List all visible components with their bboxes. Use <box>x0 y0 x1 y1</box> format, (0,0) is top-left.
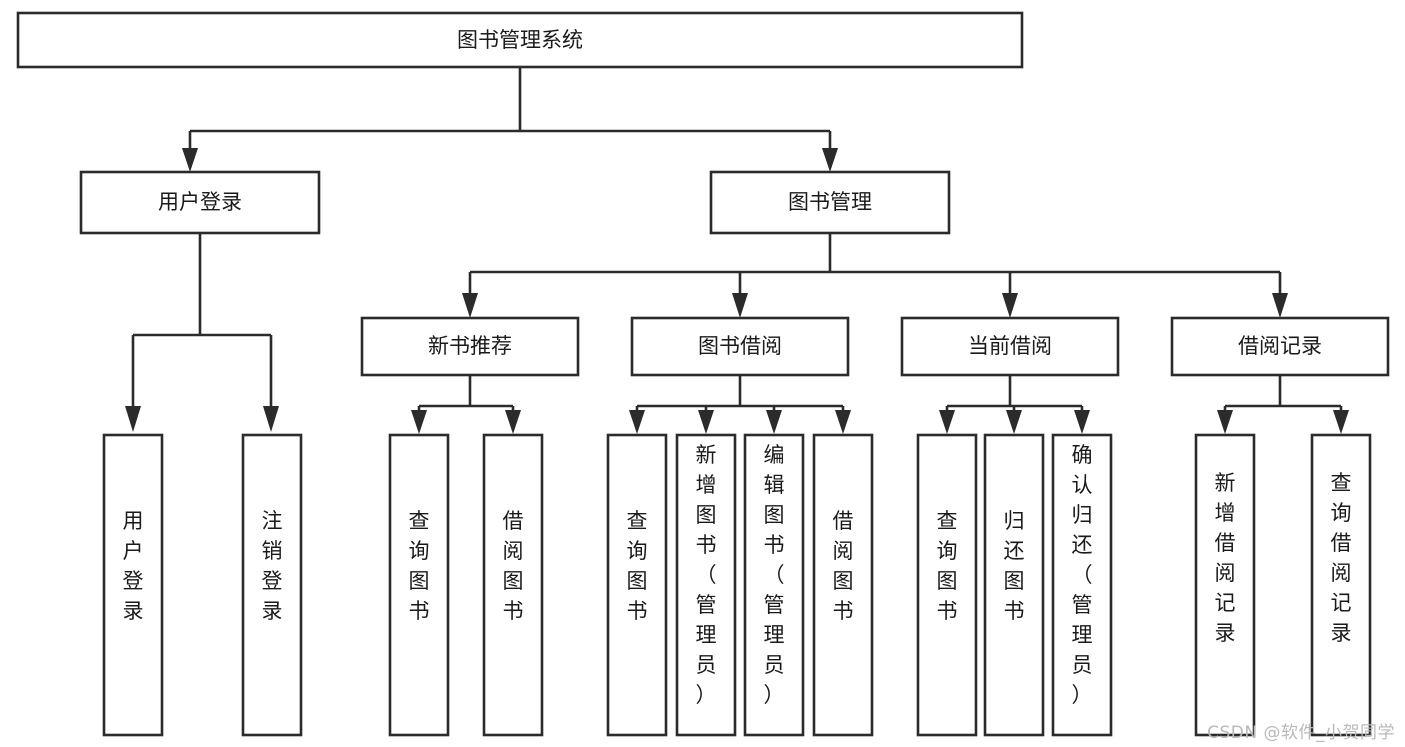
node-leaf-logout-login-label: 注销登录 <box>262 509 283 623</box>
node-leaf-query-book-2-label: 查询图书 <box>627 509 648 623</box>
arrow-to-new-book-recommend <box>462 293 478 318</box>
node-borrow-record-box[interactable] <box>1170 316 1390 377</box>
node-leaf-borrow-book-2-label: 借阅图书 <box>833 509 854 623</box>
node-new-book-recommend[interactable]: 新书推荐 <box>360 316 580 377</box>
arrow-leaf-query-book-3 <box>939 410 955 434</box>
arrow-leaf-confirm-return <box>1074 410 1090 434</box>
node-root-label: 图书管理系统 <box>457 28 583 52</box>
node-leaf-query-book-2[interactable]: 查询图书 <box>606 433 668 737</box>
node-current-borrow[interactable]: 当前借阅 <box>900 316 1120 377</box>
node-leaf-confirm-return-box[interactable] <box>1051 433 1113 737</box>
node-root[interactable]: 图书管理系统 <box>16 11 1024 69</box>
arrow-leaf-query-record <box>1333 410 1349 434</box>
node-leaf-return-book-box[interactable] <box>983 433 1045 737</box>
csdn-watermark: CSDN @软件_小贺同学 <box>1207 723 1395 743</box>
node-user-login-box[interactable] <box>79 170 321 235</box>
node-book-borrow-label: 图书借阅 <box>698 334 782 358</box>
arrow-to-current-borrow <box>1002 293 1018 318</box>
node-leaf-add-record[interactable]: 新增借阅记录 <box>1194 433 1256 737</box>
node-leaf-query-record-label: 查询借阅记录 <box>1331 471 1352 645</box>
arrow-leaf-query-book-2 <box>629 410 645 434</box>
node-book-borrow[interactable]: 图书借阅 <box>630 316 850 377</box>
node-leaf-user-login-box[interactable] <box>102 433 164 737</box>
node-leaf-query-book-1-box[interactable] <box>388 433 450 737</box>
node-leaf-query-book-1-label: 查询图书 <box>409 509 430 623</box>
node-current-borrow-label: 当前借阅 <box>968 334 1052 358</box>
connector-layer <box>125 67 1349 434</box>
arrow-leaf-add-record <box>1217 410 1233 434</box>
arrow-leaf-add-book <box>698 410 714 434</box>
node-leaf-add-book[interactable]: 新增图书（管理员） <box>675 433 737 737</box>
arrow-to-borrow-record <box>1272 293 1288 318</box>
node-leaf-query-record-box[interactable] <box>1310 433 1372 737</box>
arrow-leaf-return-book <box>1006 410 1022 434</box>
arrow-leaf-borrow-book-2 <box>835 410 851 434</box>
node-borrow-record-label: 借阅记录 <box>1238 334 1322 358</box>
node-user-login[interactable]: 用户登录 <box>79 170 321 235</box>
node-book-borrow-box[interactable] <box>630 316 850 377</box>
node-leaf-add-record-box[interactable] <box>1194 433 1256 737</box>
node-leaf-query-book-2-box[interactable] <box>606 433 668 737</box>
arrow-leaf-borrow-book-1 <box>505 410 521 434</box>
node-leaf-borrow-book-1-label: 借阅图书 <box>503 509 524 623</box>
node-leaf-query-record[interactable]: 查询借阅记录 <box>1310 433 1372 737</box>
node-current-borrow-box[interactable] <box>900 316 1120 377</box>
node-leaf-borrow-book-2[interactable]: 借阅图书 <box>812 433 874 737</box>
node-leaf-add-record-label: 新增借阅记录 <box>1215 471 1236 645</box>
node-leaf-query-book-3-box[interactable] <box>916 433 978 737</box>
node-leaf-add-book-box[interactable] <box>675 433 737 737</box>
node-leaf-return-book-label: 归还图书 <box>1004 509 1025 623</box>
node-leaf-add-book-label: 新增图书（管理员） <box>696 443 717 707</box>
node-leaf-edit-book-label: 编辑图书（管理员） <box>764 443 785 707</box>
arrow-leaf-user-login <box>125 406 141 432</box>
node-leaf-query-book-1[interactable]: 查询图书 <box>388 433 450 737</box>
node-book-manage-label: 图书管理 <box>788 190 872 214</box>
arrow-leaf-logout-login <box>263 406 279 432</box>
node-borrow-record[interactable]: 借阅记录 <box>1170 316 1390 377</box>
node-user-login-label: 用户登录 <box>158 190 242 214</box>
node-leaf-borrow-book-1-box[interactable] <box>482 433 544 737</box>
node-leaf-query-book-3-label: 查询图书 <box>937 509 958 623</box>
node-leaf-return-book[interactable]: 归还图书 <box>983 433 1045 737</box>
arrow-to-book-borrow <box>732 293 748 318</box>
arrow-leaf-query-book-1 <box>411 410 427 434</box>
node-leaf-confirm-return-label: 确认归还（管理员） <box>1072 443 1093 707</box>
node-leaf-borrow-book-2-box[interactable] <box>812 433 874 737</box>
node-new-book-recommend-box[interactable] <box>360 316 580 377</box>
node-leaf-user-login[interactable]: 用户登录 <box>102 433 164 737</box>
node-leaf-user-login-label: 用户登录 <box>123 509 144 623</box>
node-leaf-query-book-3[interactable]: 查询图书 <box>916 433 978 737</box>
node-book-manage[interactable]: 图书管理 <box>709 170 951 235</box>
node-leaf-edit-book[interactable]: 编辑图书（管理员） <box>743 433 805 737</box>
arrow-leaf-edit-book <box>766 410 782 434</box>
node-leaf-logout-login-box[interactable] <box>241 433 303 737</box>
node-leaf-edit-book-box[interactable] <box>743 433 805 737</box>
leaf-node-layer: 用户登录 注销登录 查询图书 借阅图书 查询图书 新增图书（管理员） <box>102 433 1372 737</box>
node-leaf-logout-login[interactable]: 注销登录 <box>241 433 303 737</box>
node-root-box[interactable] <box>16 11 1024 69</box>
node-leaf-confirm-return[interactable]: 确认归还（管理员） <box>1051 433 1113 737</box>
node-book-manage-box[interactable] <box>709 170 951 235</box>
arrow-to-book-manage <box>822 148 838 172</box>
node-new-book-recommend-label: 新书推荐 <box>428 334 512 358</box>
node-leaf-borrow-book-1[interactable]: 借阅图书 <box>482 433 544 737</box>
arrow-to-user-login <box>182 148 198 172</box>
